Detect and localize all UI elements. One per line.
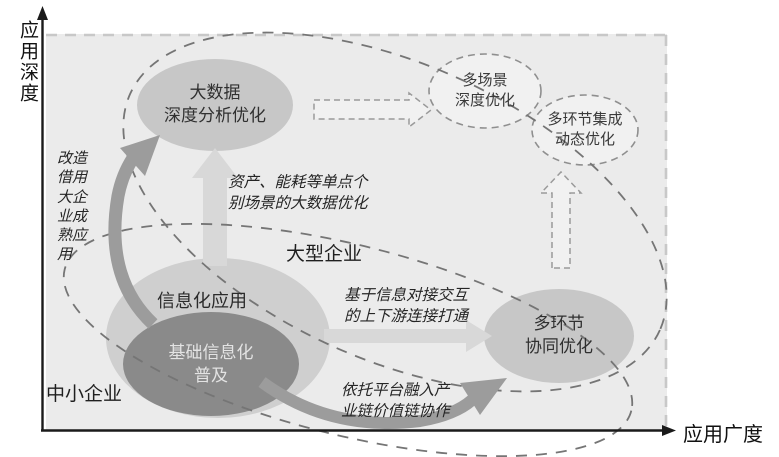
multi-scene-dashed-ellipse bbox=[428, 53, 542, 129]
connect-line1: 基于信息对接交互 bbox=[344, 287, 469, 304]
multi-link-integrated-dashed-ellipse bbox=[531, 94, 639, 166]
platform-line1: 依托平台融入产 bbox=[341, 382, 450, 399]
curved-arrow-up-left bbox=[108, 154, 158, 329]
multi-link-ellipse bbox=[484, 289, 634, 383]
sme-group-dashed-ellipse bbox=[62, 222, 634, 457]
x-axis-label: 应用广度 bbox=[683, 424, 763, 446]
large-group-label: 大型企业 bbox=[286, 244, 363, 265]
multi-link-integrated-line1: 多环节集成 bbox=[547, 112, 623, 128]
multi-scene-line1: 多场景 bbox=[462, 73, 508, 89]
platform-annotation: 依托平台融入产 业链价值链协作 bbox=[341, 380, 450, 422]
x-axis-arrowhead-icon bbox=[662, 425, 676, 436]
connect-line2: 的上下游连接打通 bbox=[344, 308, 469, 325]
multi-link-integrated-node-label: 多环节集成 动态优化 bbox=[528, 110, 642, 150]
adapt-line-3: 大企 bbox=[57, 189, 88, 206]
multi-scene-node-label: 多场景 深度优化 bbox=[430, 71, 540, 111]
big-data-line2: 深度分析优化 bbox=[164, 106, 266, 125]
right-block-arrow bbox=[324, 320, 492, 352]
big-data-ellipse bbox=[137, 59, 293, 151]
multi-link-line1: 多环节 bbox=[533, 314, 585, 333]
platform-line2: 业链价值链协作 bbox=[341, 403, 450, 420]
curved-arrow-bottom-right-head bbox=[460, 378, 507, 415]
adapt-line-5: 熟应 bbox=[57, 228, 88, 245]
basic-info-ellipse bbox=[123, 312, 299, 416]
asset-line1: 资产、能耗等单点个 bbox=[228, 174, 368, 191]
basic-info-line2: 普及 bbox=[194, 366, 228, 385]
curved-arrow-bottom-right bbox=[258, 377, 476, 429]
info-app-node-label: 信息化应用 bbox=[157, 291, 247, 311]
y-axis-arrowhead-icon bbox=[37, 6, 48, 20]
adapt-line-2: 借用 bbox=[57, 170, 88, 187]
adapt-line-4: 业成 bbox=[57, 208, 88, 225]
dashed-arrow-up-icon bbox=[539, 170, 583, 269]
plot-area-dashed-border bbox=[46, 33, 668, 430]
basic-info-line1: 基础信息化 bbox=[168, 343, 254, 362]
up-block-arrow bbox=[192, 148, 238, 266]
adapt-annotation: 改造 借用 大企 业成 熟应 用 bbox=[57, 150, 87, 266]
big-data-node-label: 大数据 深度分析优化 bbox=[135, 81, 295, 127]
basic-info-node-label: 基础信息化 普及 bbox=[131, 341, 291, 387]
asset-line2: 别场景的大数据优化 bbox=[228, 195, 368, 212]
multi-link-line2: 协同优化 bbox=[525, 337, 593, 356]
multi-link-node-label: 多环节 协同优化 bbox=[484, 312, 634, 358]
curved-arrow-up-left-head bbox=[120, 135, 160, 176]
sme-group-label: 中小企业 bbox=[46, 384, 123, 405]
asset-annotation: 资产、能耗等单点个 别场景的大数据优化 bbox=[228, 172, 368, 214]
adapt-line-6: 用 bbox=[57, 247, 73, 264]
multi-scene-line2: 深度优化 bbox=[454, 93, 515, 109]
big-data-line1: 大数据 bbox=[189, 83, 241, 102]
dashed-arrow-right-icon bbox=[313, 91, 433, 129]
connect-annotation: 基于信息对接交互 的上下游连接打通 bbox=[344, 285, 468, 327]
y-axis-label: 应用深度 bbox=[17, 20, 38, 104]
axes-lines bbox=[41, 18, 664, 432]
large-group-dashed-ellipse bbox=[122, 31, 668, 393]
multi-link-integrated-line2: 动态优化 bbox=[554, 132, 615, 148]
adapt-line-1: 改造 bbox=[57, 151, 88, 167]
